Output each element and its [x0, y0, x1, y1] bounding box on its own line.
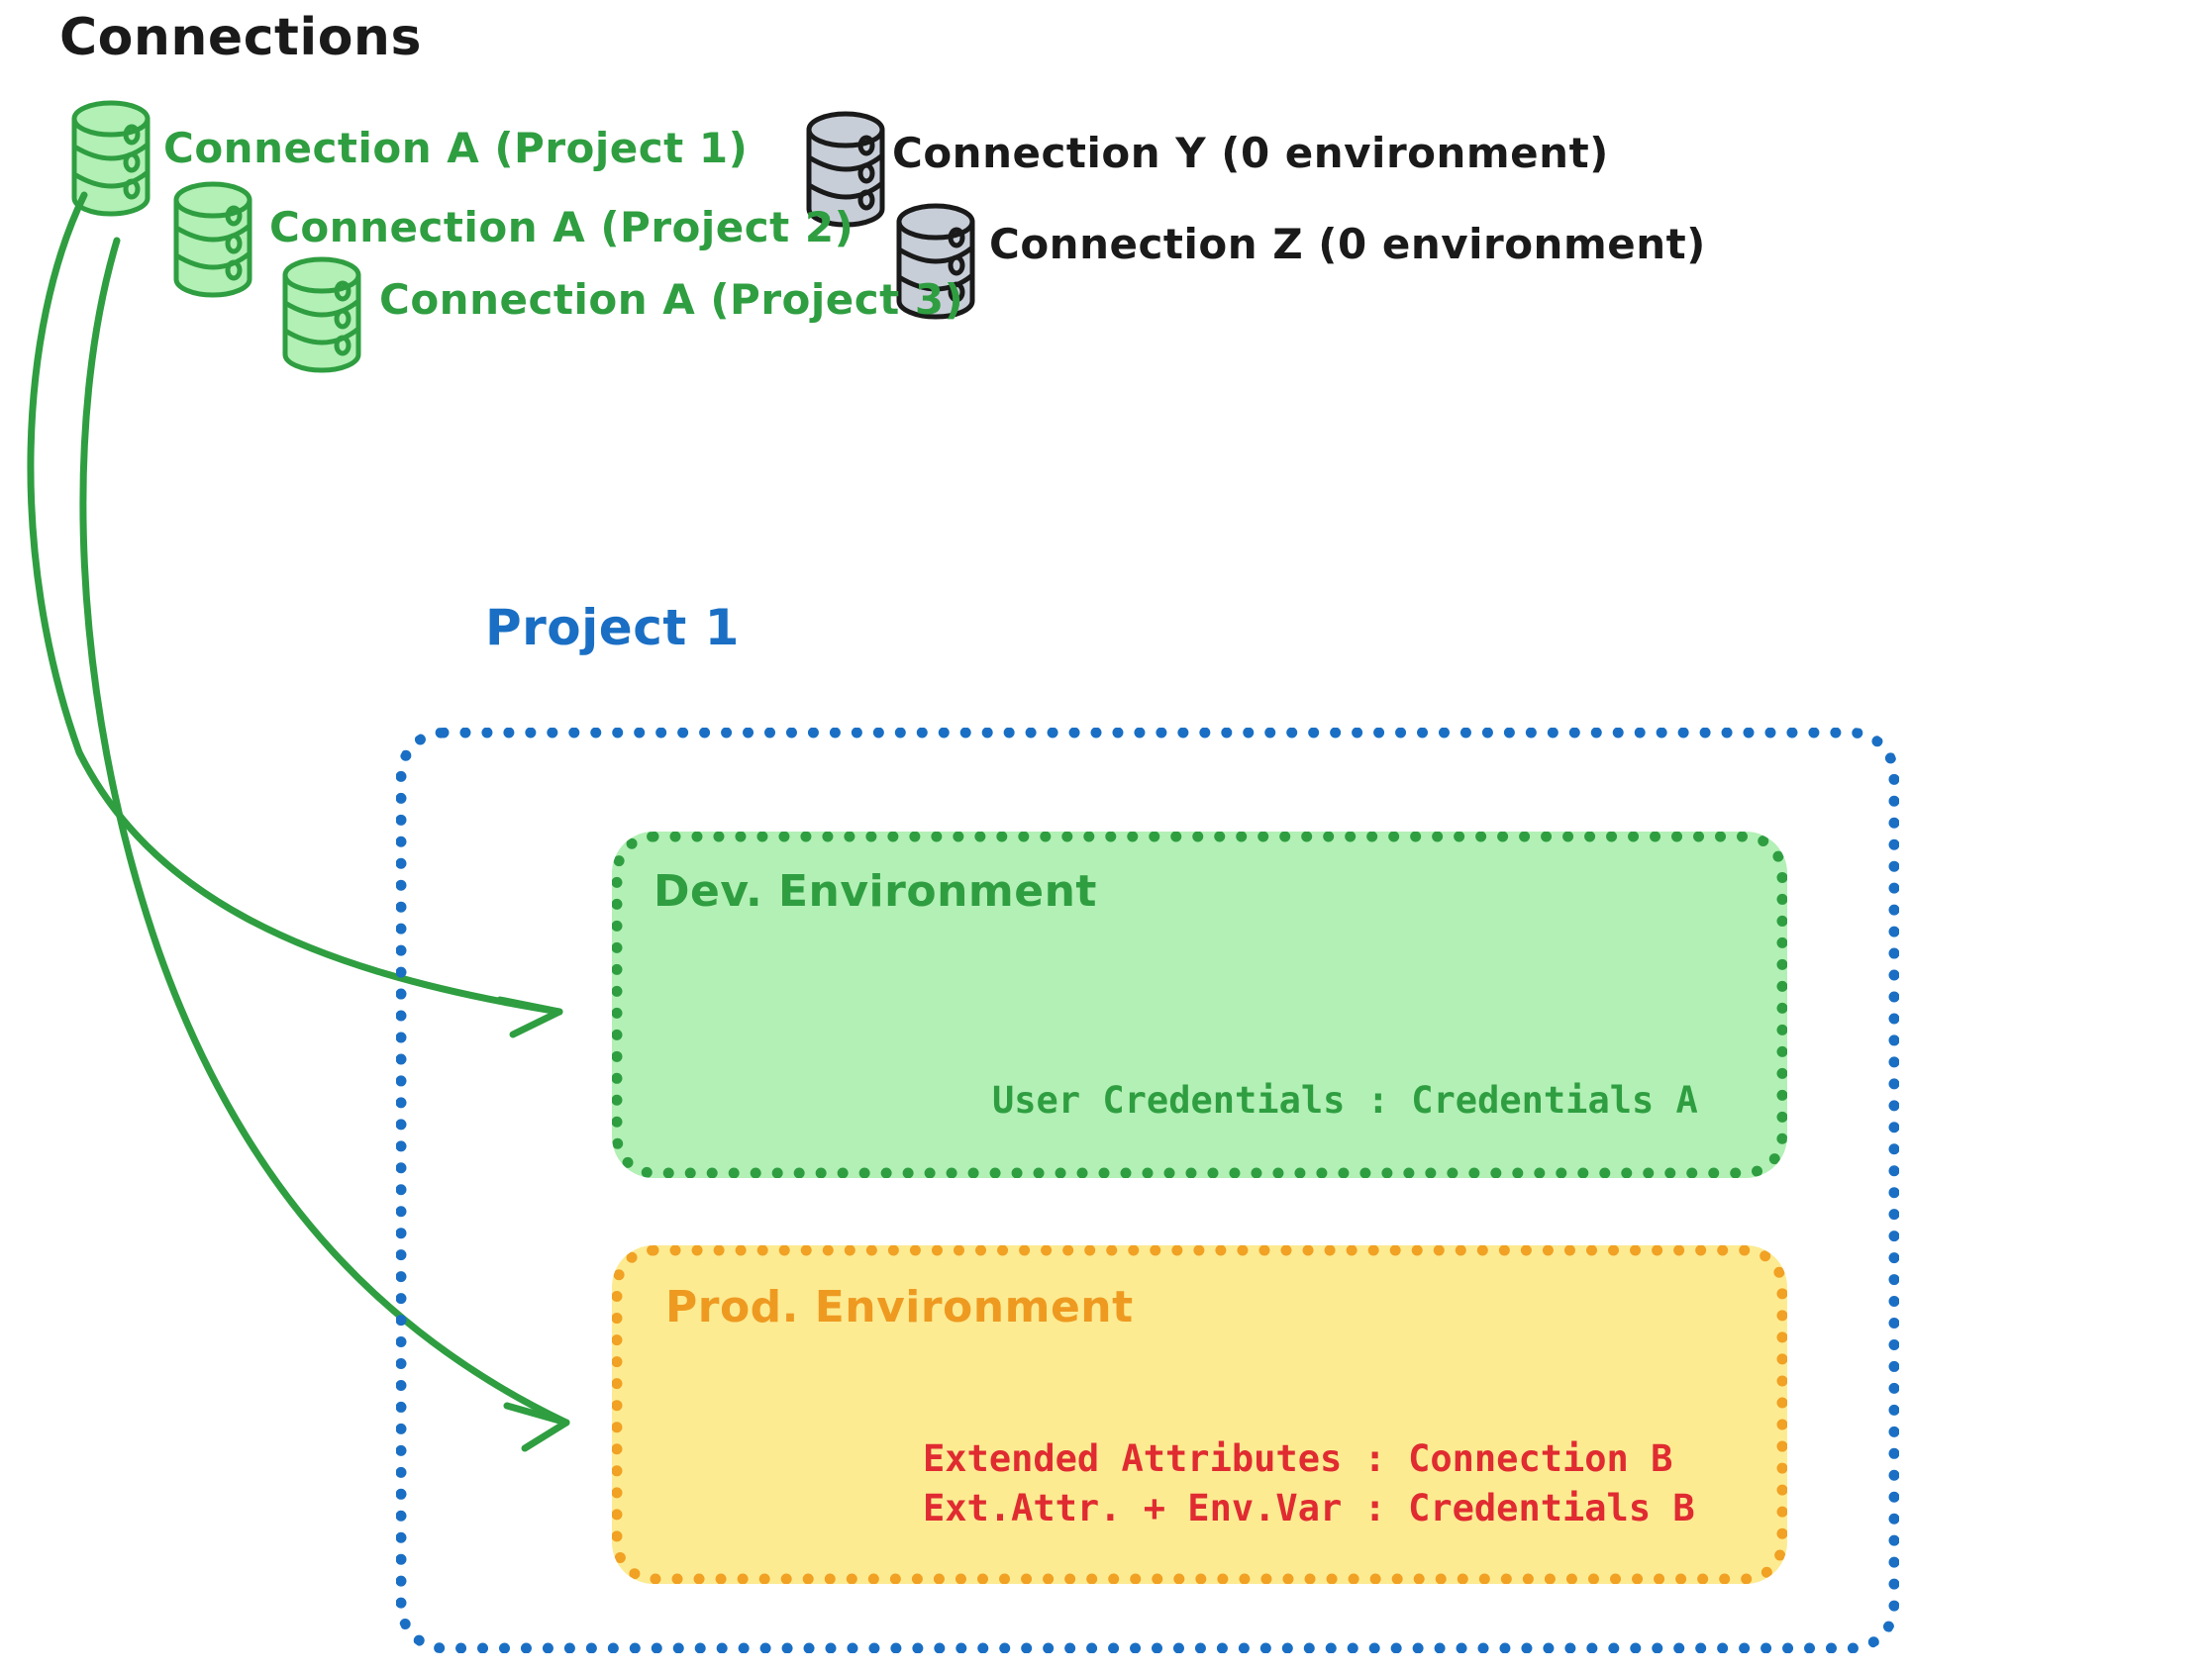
dev-environment-title: Dev. Environment: [654, 866, 1097, 917]
connection-label-a-project-3: Connection A (Project 3): [379, 275, 964, 324]
cylinder-connection-a-project-3-icon: [282, 256, 361, 373]
cylinder-connection-a-project-1-icon: [71, 100, 151, 217]
project-1-container: [396, 728, 1899, 1653]
connection-label-a-project-2: Connection A (Project 2): [269, 203, 855, 251]
connection-label-y: Connection Y (0 environment): [892, 129, 1609, 177]
cylinder-connection-a-project-2-icon: [173, 181, 252, 298]
dev-environment-box: [612, 832, 1787, 1178]
prod-environment-box: [612, 1245, 1787, 1584]
connection-label-a-project-1: Connection A (Project 1): [163, 124, 749, 172]
page-title: Connections: [59, 8, 422, 67]
prod-environment-ext-attr-env-var: Ext.Attr. + Env.Var : Credentials B: [923, 1487, 1695, 1529]
project-title: Project 1: [485, 599, 740, 656]
prod-environment-extended-attributes: Extended Attributes : Connection B: [923, 1437, 1673, 1480]
dev-environment-user-credentials: User Credentials : Credentials A: [992, 1079, 1698, 1122]
prod-environment-title: Prod. Environment: [665, 1282, 1134, 1332]
connection-label-z: Connection Z (0 environment): [989, 220, 1706, 268]
